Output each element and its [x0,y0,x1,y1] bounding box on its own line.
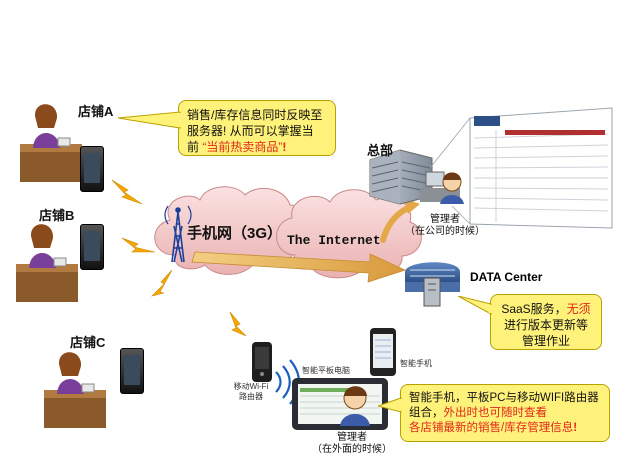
lightning-icon-store-b [121,237,156,253]
callout-text: 各店铺最新的销售/库存管理信息 [409,422,574,434]
mobile-wifi-router-icon [252,342,272,382]
callout-line: 组合，外出时也可随时查看 [409,406,601,421]
datacenter-label: DATA Center [470,270,543,284]
mobile-access-callout: 智能手机，平板PC与移动WIFI路由器 组合，外出时也可随时查看 各店铺最新的销… [400,384,610,442]
mobile-callout-pointer [378,397,402,413]
store-b-clerk-icon [16,224,78,302]
hq-manager-title: 管理者 [430,214,460,225]
callout-line: 智能手机，平板PC与移动WIFI路由器 [409,392,599,404]
callout-pointer [118,111,181,129]
outside-manager-title: 管理者 [337,432,367,443]
management-system-screenshot [469,107,613,229]
store-b-label: 店铺B [39,208,75,223]
router-label-line: 路由器 [239,392,263,401]
store-b-phone-icon [80,224,104,270]
exclamation-mark: ! [573,422,578,434]
smartphone-icon [370,328,396,376]
data-flow-arrow [191,251,407,283]
callout-line: 服务器! 从而可以掌握当 [187,124,314,138]
store-a-label: 店铺A [78,104,114,119]
outside-access-highlight: 外出时也可随时查看 [443,407,548,419]
lightning-icon-store-c [151,269,173,297]
lightning-icons [111,179,247,337]
zoom-lines [429,117,471,225]
callout-line: 进行版本更新等 [503,318,588,332]
outside-manager-caption: 管理者 （在外面的时候） [302,432,402,456]
antenna-tower-icon [164,205,192,263]
store-a-phone-icon [80,146,104,192]
router-caption: 移动Wi-Fi 路由器 [228,382,274,402]
hq-manager-note: （在公司的时候） [405,226,485,237]
store-a-clerk-icon [20,104,82,182]
mobile-network-cloud [154,186,309,275]
callout-text: 前 [187,140,203,154]
callout-text: 组合， [409,407,444,419]
lightning-icon-router [229,311,247,337]
outside-manager-icon [340,386,370,426]
callout-line: SaaS服务，无须 [499,301,593,317]
callout-line: 销售/库存信息同时反映至 [187,108,323,122]
callout-line: 前 “当前热卖商品”! [187,139,327,155]
router-label-line: 移动Wi-Fi [233,382,269,391]
internet-cloud [276,189,422,279]
datacenter-building-icon [405,262,460,307]
outside-manager-note: （在外面的时候） [312,444,392,455]
store-c-label: 店铺C [70,335,106,350]
hq-manager-caption: 管理者 （在公司的时候） [400,214,490,238]
saas-callout-pointer [458,296,492,315]
callout-line: 管理作业 [521,334,570,348]
tablet-icon [292,378,388,430]
no-need-highlight: 无须 [566,302,591,316]
mobile-network-label: 手机网（3G） [187,225,283,242]
tablet-label: 智能平板电脑 [302,366,350,375]
store-c-phone-icon [120,348,144,394]
callout-line: 各店铺最新的销售/库存管理信息! [409,421,601,436]
internet-label: The Internet [287,233,381,248]
hot-product-highlight: “当前热卖商品” [202,140,283,154]
lightning-icon-store-a [111,179,143,205]
hq-manager-icon [420,171,464,204]
smartphone-label: 智能手机 [400,359,432,368]
saas-callout: SaaS服务，无须 进行版本更新等 管理作业 [490,294,602,350]
hq-building-icon [369,149,433,205]
callout-text: SaaS服务， [501,302,567,316]
store-c-clerk-icon [44,352,106,428]
exclamation-mark: ! [282,140,287,154]
sales-sync-callout: 销售/库存信息同时反映至 服务器! 从而可以掌握当 前 “当前热卖商品”! [178,100,336,156]
hq-label: 总部 [367,143,394,158]
